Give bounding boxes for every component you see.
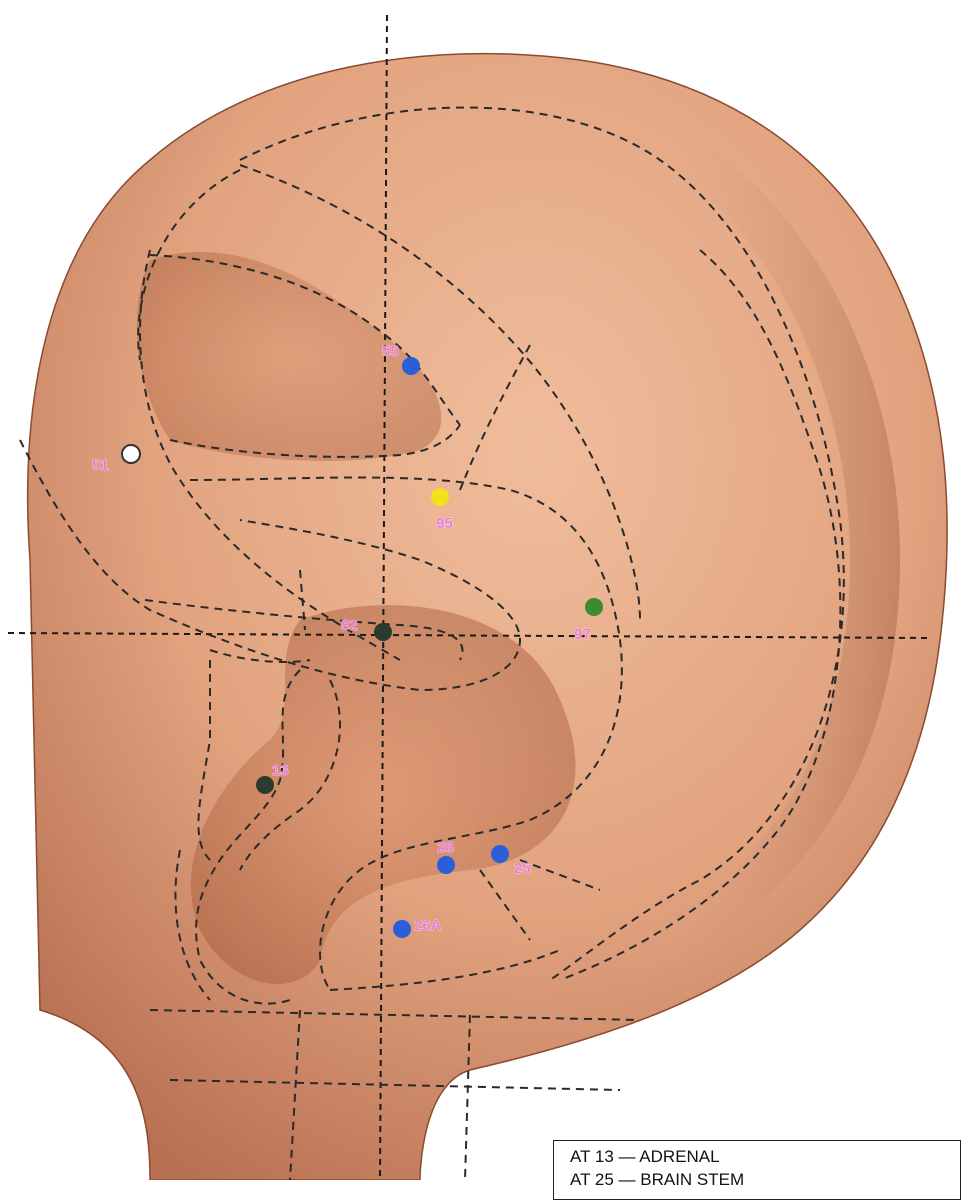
point-25-marker — [491, 845, 509, 863]
point-97-marker — [585, 598, 603, 616]
point-55-marker — [402, 357, 420, 375]
point-28-label: 28 — [437, 839, 454, 856]
point-26A-label: 26A — [414, 917, 442, 934]
point-51-label: 51 — [92, 457, 109, 474]
point-82-label: 82 — [341, 617, 358, 634]
point-82-marker — [374, 623, 392, 641]
point-55-label: 55 — [382, 343, 399, 360]
point-26A-marker — [393, 920, 411, 938]
point-95-marker — [431, 488, 449, 506]
point-13-label: 13 — [272, 762, 289, 779]
point-25-label: 25 — [514, 860, 531, 877]
point-51-marker — [122, 445, 140, 463]
point-97-label: 97 — [574, 626, 591, 643]
legend-item-adrenal: AT 13 — ADRENAL — [570, 1145, 960, 1168]
legend-box: AT 13 — ADRENAL AT 25 — BRAIN STEM — [553, 1140, 961, 1200]
point-28-marker — [437, 856, 455, 874]
point-95-label: 95 — [436, 515, 453, 532]
